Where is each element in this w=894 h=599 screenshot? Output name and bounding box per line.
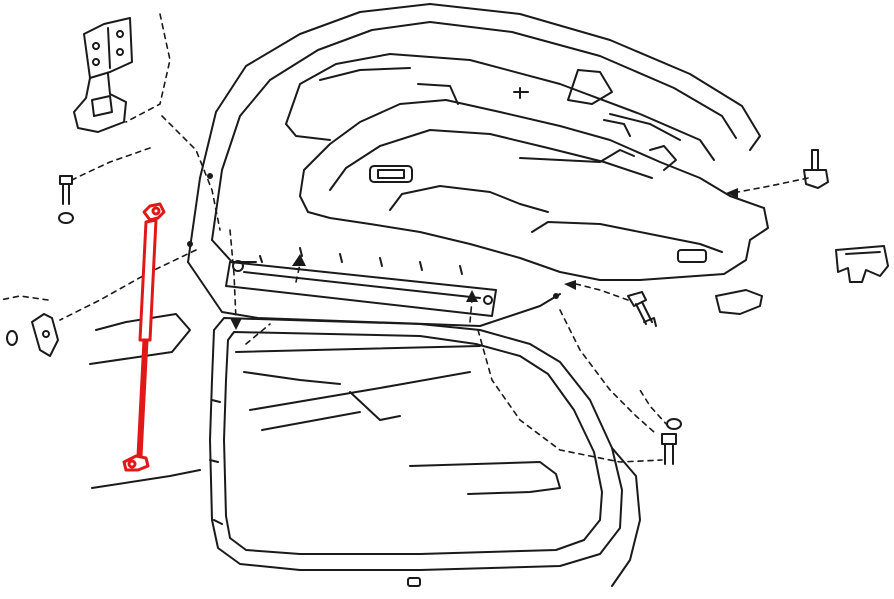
bolt-lower-right [661, 418, 682, 465]
lift-support-strut[interactable] [122, 202, 166, 472]
strut-top-mount-icon [151, 206, 161, 216]
bolt-center-right [627, 291, 657, 327]
strut-rod [136, 338, 149, 458]
bolt-upper-left [58, 175, 74, 224]
strut-cylinder [138, 218, 158, 342]
body-opening-frame [89, 313, 641, 587]
strut-bottom-mount-icon [127, 459, 137, 469]
striker-bracket-left [6, 313, 59, 357]
line-art [6, 3, 889, 587]
retainer-clip-right [835, 245, 889, 283]
assembly-leader-lines [0, 13, 809, 463]
hinge-bracket [73, 17, 133, 133]
liftgate-panel [187, 3, 761, 327]
liftgate-trim-panel [299, 99, 769, 281]
liftgate-lower-bar [225, 247, 497, 317]
bolt-right-upper [803, 149, 829, 189]
leader-arrowheads [187, 173, 738, 330]
cover-plate-right [715, 289, 763, 315]
